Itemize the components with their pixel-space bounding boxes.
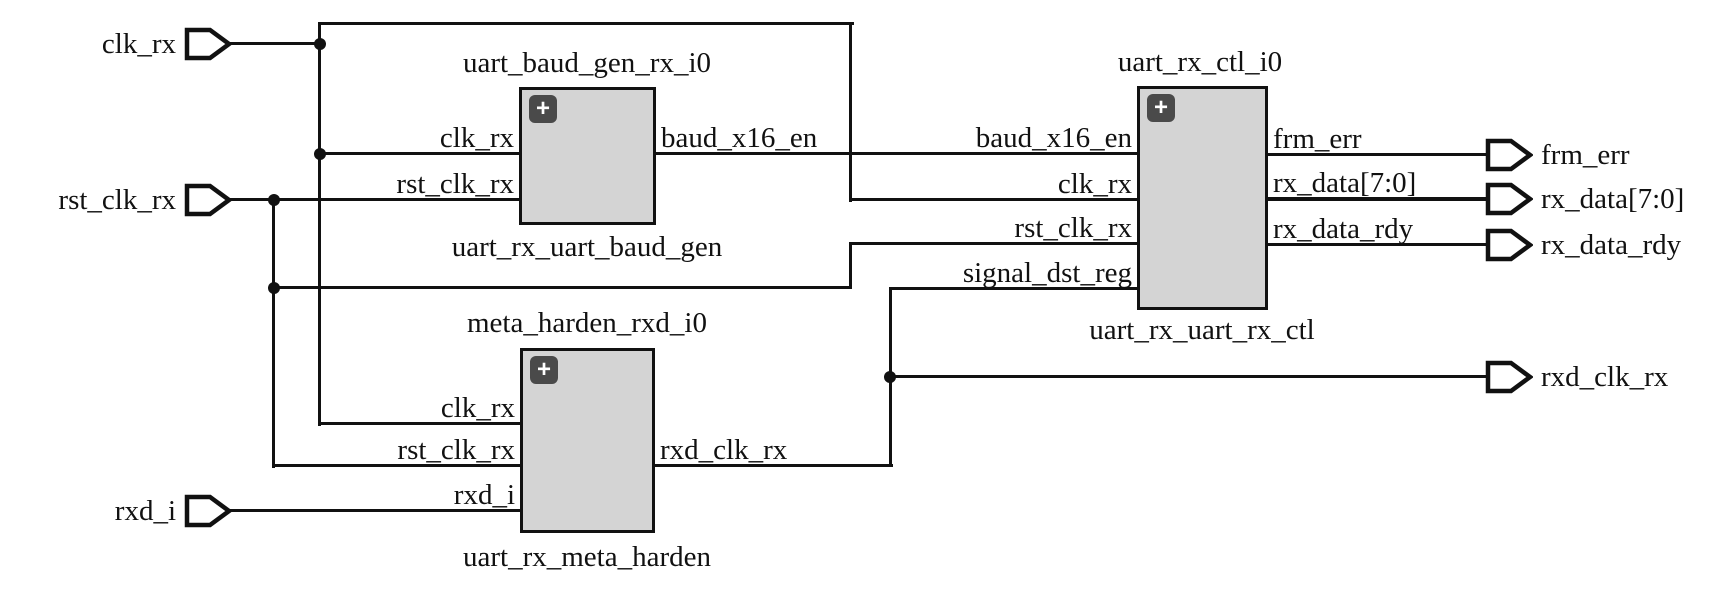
wire-rst-clk-rx	[272, 464, 545, 467]
wire-clk-rx	[229, 42, 320, 45]
pin-label-rx-data: rx_data[7:0]	[1273, 167, 1417, 199]
wire-rst-clk-rx	[849, 242, 852, 289]
expand-icon[interactable]: +	[529, 95, 557, 123]
wire-clk-rx	[318, 22, 854, 25]
pin-label-clk-rx: clk_rx	[440, 392, 515, 424]
wire-rst-clk-rx	[229, 198, 544, 201]
wire-junction-dot	[314, 148, 326, 160]
pin-label-frm-err: frm_err	[1273, 123, 1362, 155]
wire-rst-clk-rx	[272, 198, 275, 468]
wire-rst-clk-rx	[849, 242, 1162, 245]
pin-label-rst-clk-rx: rst_clk_rx	[1014, 212, 1132, 244]
wire-clk-rx	[849, 22, 852, 202]
port-label-rxd-clk-rx: rxd_clk_rx	[1541, 361, 1669, 393]
wire-rxd-clk-rx	[889, 287, 1162, 290]
pin-label-clk-rx: clk_rx	[439, 122, 514, 154]
input-port-arrow-clk-rx[interactable]	[184, 27, 232, 61]
wire-junction-dot	[268, 282, 280, 294]
wire-rxd-clk-rx	[889, 375, 1487, 378]
wire-rx-data-bus	[1243, 197, 1488, 201]
block-title-meta-harden: meta_harden_rxd_i0	[467, 307, 707, 339]
wire-clk-rx	[849, 198, 1162, 201]
input-port-arrow-rxd-i[interactable]	[184, 494, 232, 528]
expand-icon[interactable]: +	[530, 356, 558, 384]
wire-junction-dot	[268, 194, 280, 206]
block-uart-rx-ctl[interactable]	[1137, 86, 1268, 310]
input-port-arrow-rst-clk-rx[interactable]	[184, 183, 232, 217]
wire-rxd-i	[229, 509, 545, 512]
port-label-rst-clk-rx: rst_clk_rx	[58, 184, 176, 216]
block-module-uart-rx-ctl: uart_rx_uart_rx_ctl	[1089, 314, 1315, 346]
port-label-frm-err: frm_err	[1541, 139, 1630, 171]
pin-label-rst-clk-rx: rst_clk_rx	[397, 434, 515, 466]
block-title-uart-baud-gen: uart_baud_gen_rx_i0	[462, 47, 712, 79]
output-port-arrow-rx-data[interactable]	[1485, 182, 1533, 216]
pin-label-rst-clk-rx: rst_clk_rx	[396, 168, 514, 200]
block-module-uart-baud-gen: uart_rx_uart_baud_gen	[451, 231, 723, 263]
pin-label-clk-rx: clk_rx	[1057, 168, 1132, 200]
wire-rx-data-rdy	[1243, 243, 1487, 246]
block-module-meta-harden: uart_rx_meta_harden	[462, 541, 711, 573]
wire-clk-rx	[318, 22, 321, 426]
port-label-clk-rx: clk_rx	[101, 28, 176, 60]
wire-clk-rx	[318, 152, 544, 155]
output-port-arrow-frm-err[interactable]	[1485, 138, 1533, 172]
wire-rst-clk-rx	[272, 286, 852, 289]
pin-label-signal-dst-reg: signal_dst_reg	[962, 257, 1132, 289]
pin-label-baud-x16-en: baud_x16_en	[661, 122, 818, 154]
pin-label-rx-data-rdy: rx_data_rdy	[1273, 213, 1414, 245]
port-label-rxd-i: rxd_i	[114, 495, 176, 527]
output-port-arrow-rxd-clk-rx[interactable]	[1485, 360, 1533, 394]
port-label-rx-data-rdy: rx_data_rdy	[1541, 229, 1682, 261]
expand-icon[interactable]: +	[1147, 94, 1175, 122]
wire-junction-dot	[314, 38, 326, 50]
port-label-rx-data: rx_data[7:0]	[1541, 183, 1685, 215]
block-title-uart-rx-ctl: uart_rx_ctl_i0	[1117, 46, 1283, 78]
pin-label-rxd-i: rxd_i	[453, 479, 515, 511]
wire-frm-err	[1243, 153, 1487, 156]
pin-label-rxd-clk-rx: rxd_clk_rx	[660, 434, 788, 466]
wire-junction-dot	[884, 371, 896, 383]
output-port-arrow-rx-data-rdy[interactable]	[1485, 228, 1533, 262]
wire-rxd-clk-rx	[630, 464, 893, 467]
pin-label-baud-x16-en: baud_x16_en	[975, 122, 1132, 154]
wire-baud-x16-en	[631, 152, 1162, 155]
wire-clk-rx	[318, 422, 545, 425]
